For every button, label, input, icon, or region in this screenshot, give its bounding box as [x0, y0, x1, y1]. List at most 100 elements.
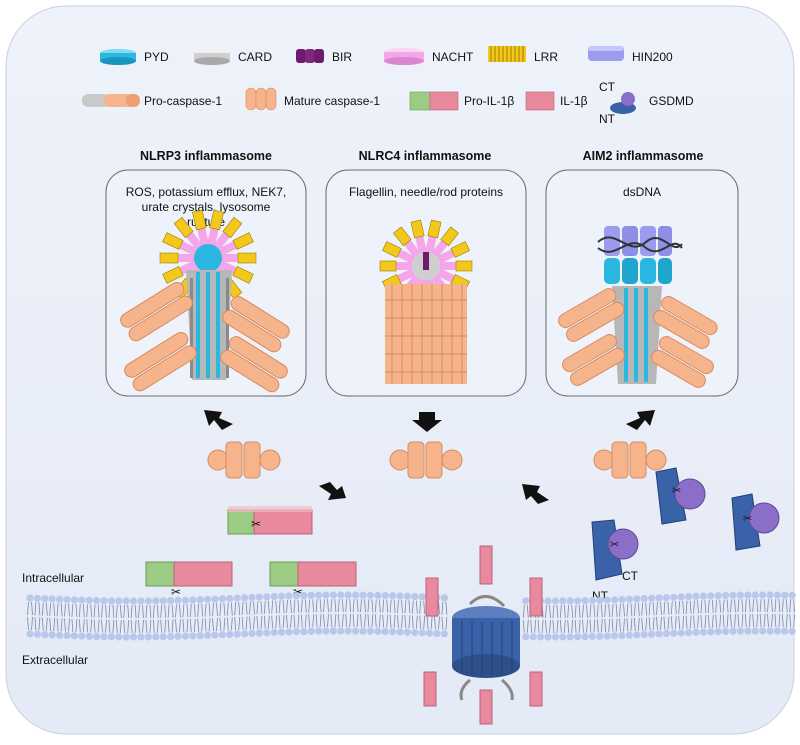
lipid-head — [574, 597, 582, 605]
lipid-head — [588, 632, 597, 641]
lipid-head — [699, 592, 708, 600]
lipid-head — [144, 633, 152, 641]
lipid-head — [322, 591, 330, 599]
lipid-head — [255, 629, 263, 637]
lipid-head — [611, 596, 619, 604]
lipid-head — [93, 596, 101, 605]
spoke — [159, 252, 204, 264]
lipid-head — [707, 592, 715, 600]
lipid-head — [226, 630, 234, 639]
nlrp3-complex — [120, 209, 290, 393]
panel-title-nlrc4: NLRC4 inflammasome — [359, 149, 492, 163]
lipid-head — [233, 594, 241, 602]
legend-lrr-label: LRR — [534, 50, 558, 64]
spoke — [423, 219, 442, 263]
lipid-head — [707, 628, 715, 636]
nlrc4-spokes — [379, 219, 473, 313]
lipid-head — [729, 627, 737, 635]
lipid-head — [692, 592, 700, 600]
lipid-head — [677, 629, 685, 637]
lipid-head — [418, 629, 426, 637]
lipid-head — [307, 591, 315, 599]
pro-il1b-left: ✂ — [145, 561, 233, 599]
lipid-head — [625, 631, 634, 639]
lipid-head — [559, 597, 567, 605]
lipid-head — [648, 630, 656, 638]
lipid-head — [270, 628, 278, 637]
lipid-head — [751, 591, 759, 599]
lipid-head — [337, 627, 345, 635]
lipid-head — [189, 632, 197, 640]
lipid-head — [107, 597, 115, 605]
lipid-head — [566, 633, 574, 641]
lipid-head — [433, 629, 441, 638]
lipid-head — [766, 627, 774, 635]
lipid-head — [559, 633, 567, 641]
lipid-head — [329, 591, 337, 599]
aim2-complex — [558, 226, 718, 388]
legend-hin200: HIN200 — [588, 46, 673, 64]
lipid-head — [189, 596, 197, 604]
lipid-head — [389, 628, 397, 636]
legend-il1b: IL-1β — [525, 91, 588, 111]
spoke — [430, 260, 473, 272]
lipid-head — [211, 631, 219, 639]
lipid-head — [85, 632, 93, 640]
cell-membrane — [26, 591, 796, 641]
lipid-head — [714, 628, 722, 636]
pro-il1b-swatch — [409, 91, 431, 111]
lipid-head — [63, 595, 71, 604]
legend-nacht-label: NACHT — [432, 50, 474, 64]
lipid-head — [130, 633, 138, 641]
lipid-head — [781, 591, 789, 599]
lipid-head — [773, 591, 782, 599]
lipid-head — [159, 633, 167, 641]
lipid-head — [655, 630, 663, 638]
lipid-head — [48, 631, 56, 639]
lipid-head — [603, 596, 611, 604]
lipid-head — [722, 627, 730, 636]
trigger-nlrp3-line-2: urate crystals, lysosome — [142, 200, 271, 214]
lipid-head — [618, 595, 626, 604]
lipid-head — [759, 591, 767, 599]
lipid-head — [137, 633, 145, 641]
mature-caspase-center — [389, 441, 463, 479]
lipid-head — [566, 597, 574, 605]
lipid-head — [196, 632, 204, 640]
lipid-head — [285, 592, 293, 600]
scissors-icon: ✂ — [610, 539, 619, 551]
lipid-head — [315, 627, 323, 635]
pro-caspase-swatch — [104, 94, 134, 107]
lipid-head — [381, 627, 389, 636]
lipid-head — [152, 597, 160, 605]
panel-title-aim2: AIM2 inflammasome — [583, 149, 704, 163]
arrow-nlrp3-down — [204, 410, 233, 430]
lipid-head — [115, 633, 123, 641]
lipid-head — [196, 596, 204, 604]
lipid-head — [714, 592, 722, 600]
lipid-head — [107, 633, 115, 641]
spoke — [162, 232, 206, 259]
lipid-head — [522, 597, 530, 605]
lipid-head — [522, 633, 530, 641]
spoke — [428, 241, 471, 267]
lipid-head — [655, 594, 663, 602]
lipid-head — [204, 595, 212, 603]
gsdmd-pore — [452, 595, 520, 701]
lipid-head — [26, 630, 34, 638]
il1b-released — [423, 545, 543, 725]
arrow-nlrc4-down — [412, 412, 442, 432]
legend-pro-caspase: Pro-caspase-1 — [82, 94, 222, 108]
lipid-head — [729, 591, 737, 599]
lipid-head — [130, 597, 138, 605]
lipid-head — [766, 591, 774, 599]
lipid-head — [677, 593, 685, 601]
trigger-aim2-line-1: dsDNA — [623, 185, 661, 199]
lipid-head — [396, 592, 404, 600]
gsdmd-1: ✂ — [591, 519, 639, 581]
lipid-head — [685, 593, 693, 601]
lipid-head — [292, 628, 300, 636]
lipid-head — [63, 631, 71, 640]
pro-il1b-right: ✂ — [269, 561, 357, 599]
lipid-head — [137, 597, 145, 605]
